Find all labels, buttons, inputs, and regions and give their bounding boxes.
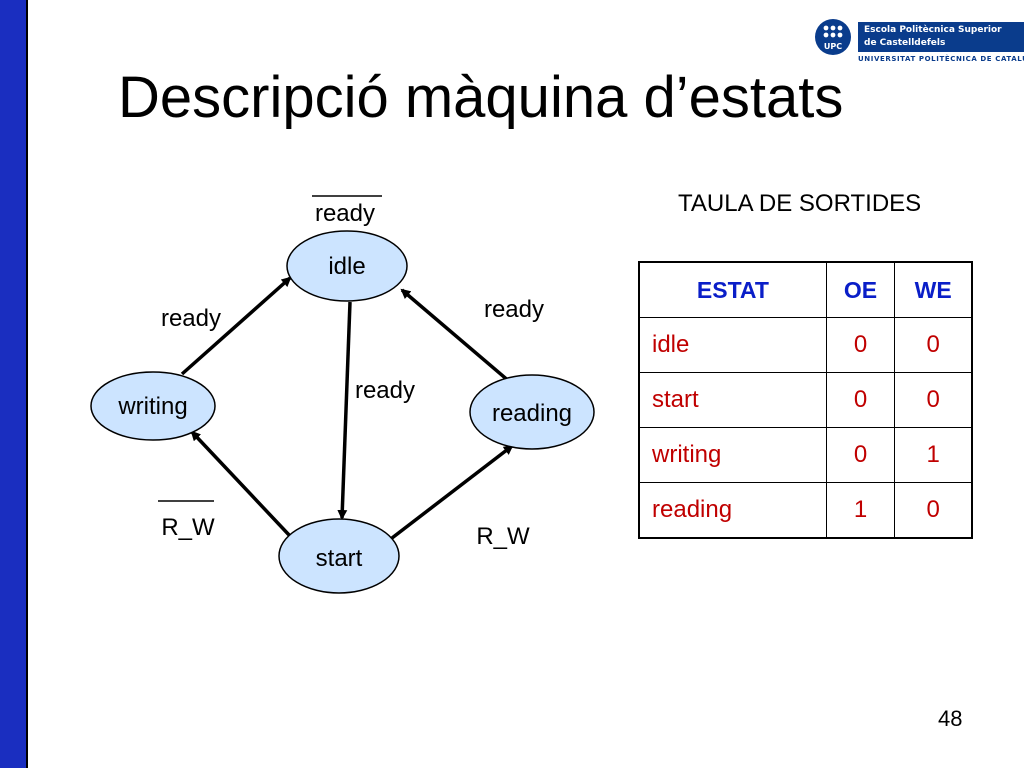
cell-we: 0	[894, 482, 973, 539]
state-idle-label: idle	[328, 253, 365, 280]
label-writing-to-idle: ready	[161, 305, 221, 332]
edge-start-to-reading	[390, 444, 514, 540]
upc-logo-icon: UPC	[815, 19, 851, 55]
logo-line-2: de Castelldefels	[864, 38, 946, 48]
table-row: writing 0 1	[638, 427, 973, 483]
logo-university: UNIVERSITAT POLITÈCNICA DE CATALUNYA	[858, 55, 1024, 63]
cell-we: 1	[894, 427, 973, 483]
label-idle-self-ready: ready	[315, 200, 375, 227]
edge-start-to-writing	[190, 430, 292, 538]
cell-we: 0	[894, 317, 973, 373]
output-table: ESTAT OE WE idle 0 0 start 0 0 writing 0…	[638, 261, 973, 539]
state-writing-node	[90, 371, 216, 441]
edge-reading-to-idle	[400, 288, 512, 384]
cell-state: idle	[638, 317, 827, 373]
cell-oe: 0	[825, 372, 896, 428]
school-logo: UPC Escola Politècnica Superior de Caste…	[814, 18, 1024, 68]
label-start-to-reading: R_W	[476, 523, 530, 550]
column-header-we: WE	[894, 261, 973, 318]
label-start-to-writing: R_W	[161, 514, 215, 541]
page-number: 48	[938, 706, 963, 731]
edge-writing-to-idle	[180, 276, 292, 376]
slide-title: Descripció màquina d’estats	[118, 65, 844, 130]
column-header-oe: OE	[825, 261, 896, 318]
cell-state: start	[638, 372, 827, 428]
state-reading-node	[469, 374, 595, 450]
label-idle-to-start: ready	[355, 377, 415, 404]
left-accent-bar	[0, 0, 28, 768]
state-writing-label: writing	[117, 393, 187, 420]
cell-state: reading	[638, 482, 827, 539]
table-row: start 0 0	[638, 372, 973, 428]
state-idle-node	[286, 230, 408, 302]
edge-idle-to-start	[337, 301, 352, 520]
logo-name-box: Escola Politècnica Superior de Castellde…	[858, 22, 1024, 52]
label-reading-to-idle: ready	[484, 296, 544, 323]
state-reading-label: reading	[492, 400, 572, 427]
cell-oe: 0	[825, 427, 896, 483]
column-header-estat: ESTAT	[638, 261, 827, 318]
cell-oe: 1	[825, 482, 896, 539]
table-row: idle 0 0	[638, 317, 973, 373]
output-table-caption: TAULA DE SORTIDES	[678, 190, 922, 217]
table-row: reading 1 0	[638, 482, 973, 539]
state-start-label: start	[316, 545, 363, 572]
logo-line-1: Escola Politècnica Superior	[864, 25, 1002, 35]
state-start-node	[278, 518, 400, 594]
cell-oe: 0	[825, 317, 896, 373]
table-header-row: ESTAT OE WE	[638, 261, 973, 318]
cell-we: 0	[894, 372, 973, 428]
logo-mark-text: UPC	[824, 42, 842, 51]
cell-state: writing	[638, 427, 827, 483]
